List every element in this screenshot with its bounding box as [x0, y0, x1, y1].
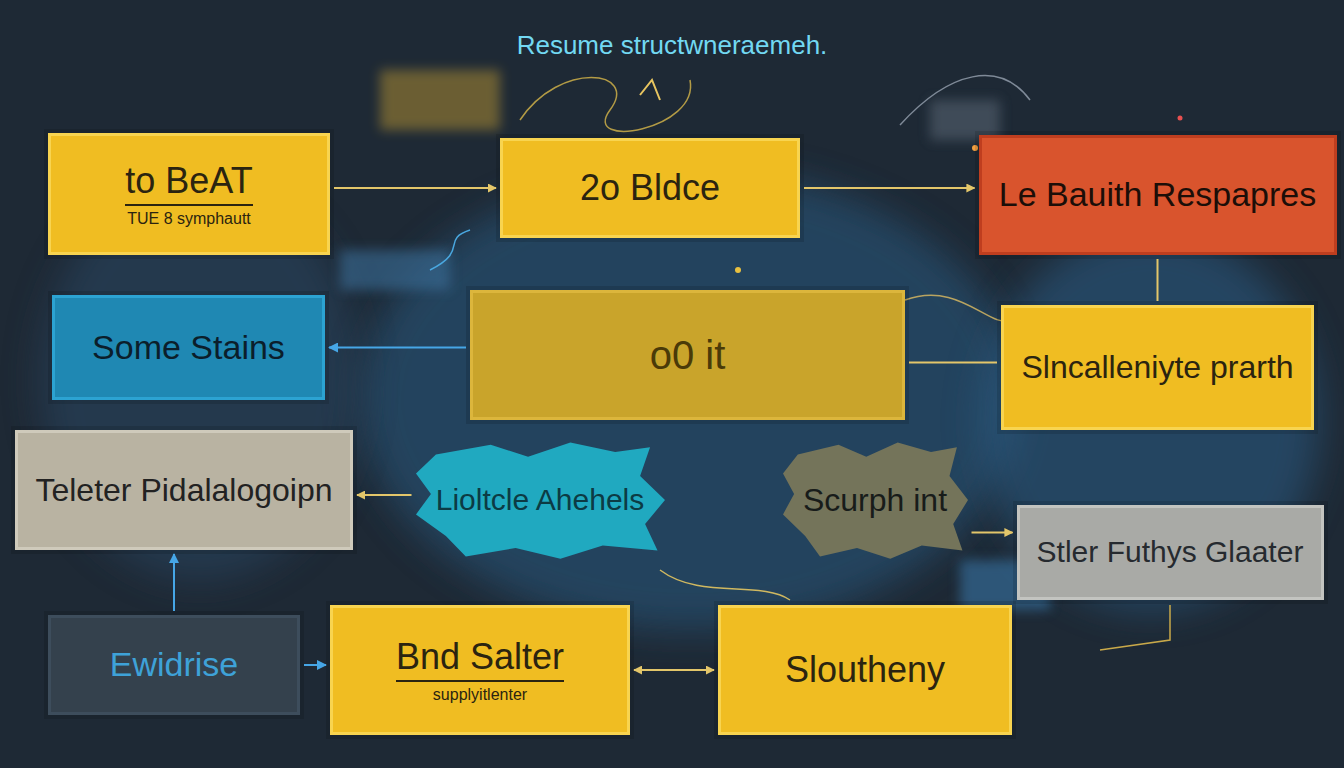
node-subtext: TUE 8 symphautt — [127, 210, 251, 228]
process-box: Teleter Pidalalogoipn — [15, 430, 353, 550]
gold-smudge — [380, 70, 500, 130]
spark-dot — [735, 267, 741, 273]
squiggle — [430, 230, 470, 270]
squiggle — [640, 80, 660, 100]
connector-arrow — [334, 187, 496, 189]
node-heading: Teleter Pidalalogoipn — [35, 472, 332, 509]
process-box: 2o Bldce — [500, 138, 800, 238]
connector-arrow — [1157, 259, 1159, 301]
connector-arrow — [909, 362, 997, 364]
connector-arrow — [329, 347, 466, 349]
node-heading: Le Bauith Respapres — [999, 175, 1317, 214]
node-heading: Lioltcle Ahehels — [436, 483, 644, 518]
paint-splash-node: Lioltcle Ahehels — [416, 440, 665, 560]
node-heading: Bnd Salter — [396, 636, 564, 681]
connector-arrow — [972, 532, 1013, 534]
squiggle — [520, 78, 691, 132]
process-box: to BeAT TUE 8 symphautt — [48, 133, 330, 255]
process-box: Bnd Salter supplyitlenter — [330, 605, 630, 735]
node-heading: Scurph int — [803, 482, 947, 519]
node-subtext: supplyitlenter — [433, 686, 527, 704]
node-heading: Slncalleniyte prarth — [1021, 349, 1293, 386]
diagram-title: Resume structwneraemeh. — [0, 30, 1344, 61]
squiggle — [660, 570, 790, 600]
process-box: Some Stains — [52, 295, 325, 400]
squiggle — [900, 76, 1030, 125]
process-box: Stler Futhys Glaater — [1017, 505, 1324, 600]
spark-dot — [972, 145, 978, 151]
connector-arrow — [357, 494, 412, 496]
paint-splash-node: Scurph int — [783, 440, 968, 560]
process-box: Le Bauith Respapres — [979, 135, 1337, 255]
node-heading: to BeAT — [125, 160, 252, 205]
blue-smudge — [340, 250, 450, 290]
blue-haze — [360, 170, 1020, 630]
connector-arrow — [173, 554, 175, 611]
node-heading: o0 it — [650, 332, 726, 378]
squiggle — [1100, 605, 1170, 650]
squiggle — [905, 295, 1012, 321]
process-box: o0 it — [470, 290, 905, 420]
connector-arrow — [304, 664, 326, 666]
node-heading: Sloutheny — [785, 649, 945, 690]
grey-smudge — [930, 100, 1000, 140]
process-box: Sloutheny — [718, 605, 1012, 735]
process-box: Slncalleniyte prarth — [1001, 305, 1314, 430]
connector-arrow — [634, 669, 714, 671]
node-heading: Ewidrise — [110, 645, 238, 684]
connector-arrow — [804, 187, 975, 189]
node-heading: Some Stains — [92, 328, 285, 367]
node-heading: Stler Futhys Glaater — [1037, 535, 1304, 570]
node-heading: 2o Bldce — [580, 167, 720, 208]
process-box: Ewidrise — [48, 615, 300, 715]
spark-dot — [1178, 116, 1183, 121]
